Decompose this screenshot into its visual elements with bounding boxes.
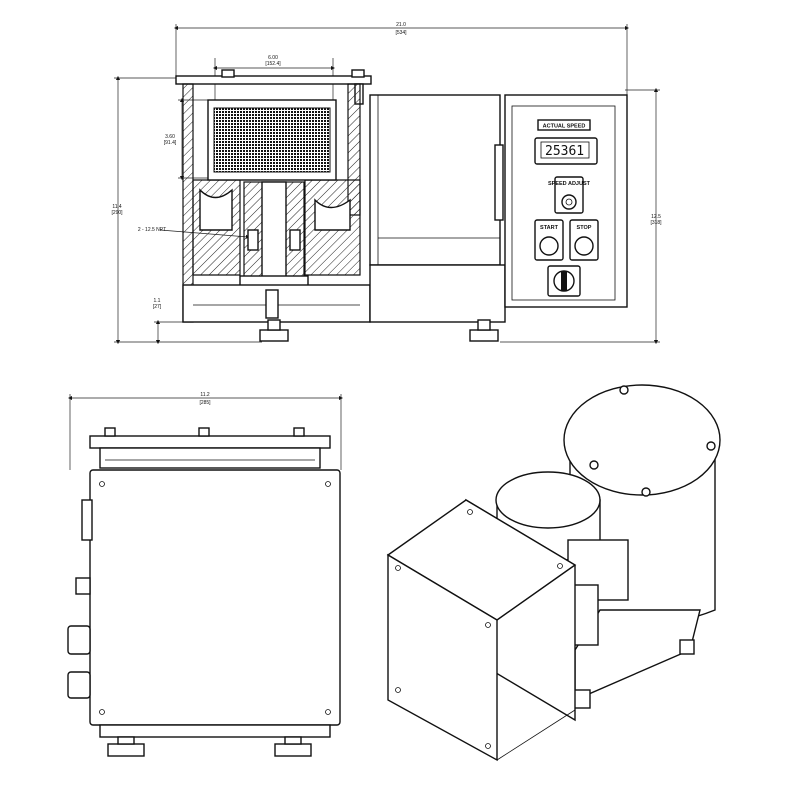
lid-bolt-1 [619,385,629,395]
base-clearance-dimension: 1.1 [27] [153,298,186,345]
overall-width-dimension: 21.0 [534] [173,22,630,105]
side-foot-left-stem [117,736,135,745]
isometric-view [386,384,721,762]
panel-height-mm: [318] [650,220,662,226]
iso-foot-back [679,639,695,655]
front-section-view: 21.0 [534] 6.00 [152.4] 3.60 [91.4] 11.4… [111,22,662,345]
side-view: 11.2 [285] [67,392,344,757]
display-title-plate [537,119,591,131]
control-panel-face [511,105,616,301]
tank-lid [563,384,721,496]
speed-display-value: 25361 [545,144,584,159]
lid-bolt-4 [641,487,651,497]
foot-right [469,329,499,342]
top-bolt-right [351,69,365,78]
top-bolt-left [221,69,235,78]
side-top-plate [89,435,331,449]
overall-width-value: 21.0 [396,22,406,28]
speed-display-screen [540,141,590,159]
overall-height-mm: [290] [111,210,123,216]
start-label: START [540,225,559,231]
start-button[interactable] [539,236,559,256]
inner-cavity-right [314,198,351,231]
bearing-right [289,229,301,251]
side-bolt-3 [293,427,305,437]
speed-adjust-label: SPEED ADJUST [548,181,591,187]
base-clearance-value: 1.1 [154,298,161,304]
lid-bolt-3 [589,460,599,470]
motor-side-rib [494,144,504,221]
side-rail [81,499,93,541]
inner-cavity-left [199,188,233,231]
side-width-dimension: 11.2 [285] [67,392,344,470]
speed-display [534,137,598,165]
side-bolt-2 [198,427,210,437]
side-foot-left [107,743,145,757]
cable-gland-large [67,671,91,699]
top-plate [175,75,372,85]
panel-height-dimension: 12.5 [318] [500,87,662,345]
side-base [99,724,331,738]
side-foot-right-stem [284,736,302,745]
lid-bolt-2 [706,441,716,451]
stop-button[interactable] [574,236,594,256]
control-panel: ACTUAL SPEED 25361 SPEED ADJUST START ST… [504,94,628,308]
filter-width-value: 6.00 [268,55,278,61]
panel-height-value: 12.5 [651,214,661,220]
side-width-value: 11.2 [200,392,210,398]
foot-left-stem [267,319,281,331]
motor-cylinder-top [495,471,601,529]
display-title: ACTUAL SPEED [543,124,586,130]
filter-width-mm: [152.4] [265,61,281,67]
junction-box-front [89,469,341,726]
cable-gland-small [75,577,91,595]
side-housing [99,447,321,469]
foot-right-stem [477,319,491,331]
foot-left [259,329,289,342]
overall-height-value: 11.4 [112,204,122,210]
filter-mesh [213,107,331,173]
motor-base [369,264,506,323]
overall-height-dimension: 11.4 [290] [111,75,262,345]
motor-body [369,94,501,266]
port-callout-text: 2 - 12.5 NPT [138,227,166,233]
side-width-mm: [285] [199,400,211,406]
stop-label: STOP [577,225,592,231]
shaft [261,181,287,293]
main-switch-handle [561,271,567,291]
filter-height-value: 3.60 [165,134,175,140]
overall-width-mm: [534] [395,30,407,36]
drain-plug [265,289,279,319]
filter-height-mm: [91.4] [164,140,177,146]
base-clearance-mm: [27] [153,304,162,310]
bearing-left [247,229,259,251]
side-foot-right [274,743,312,757]
side-bolt-1 [104,427,116,437]
speed-adjust-knob[interactable] [561,194,577,210]
cable-gland-medium [67,625,91,655]
